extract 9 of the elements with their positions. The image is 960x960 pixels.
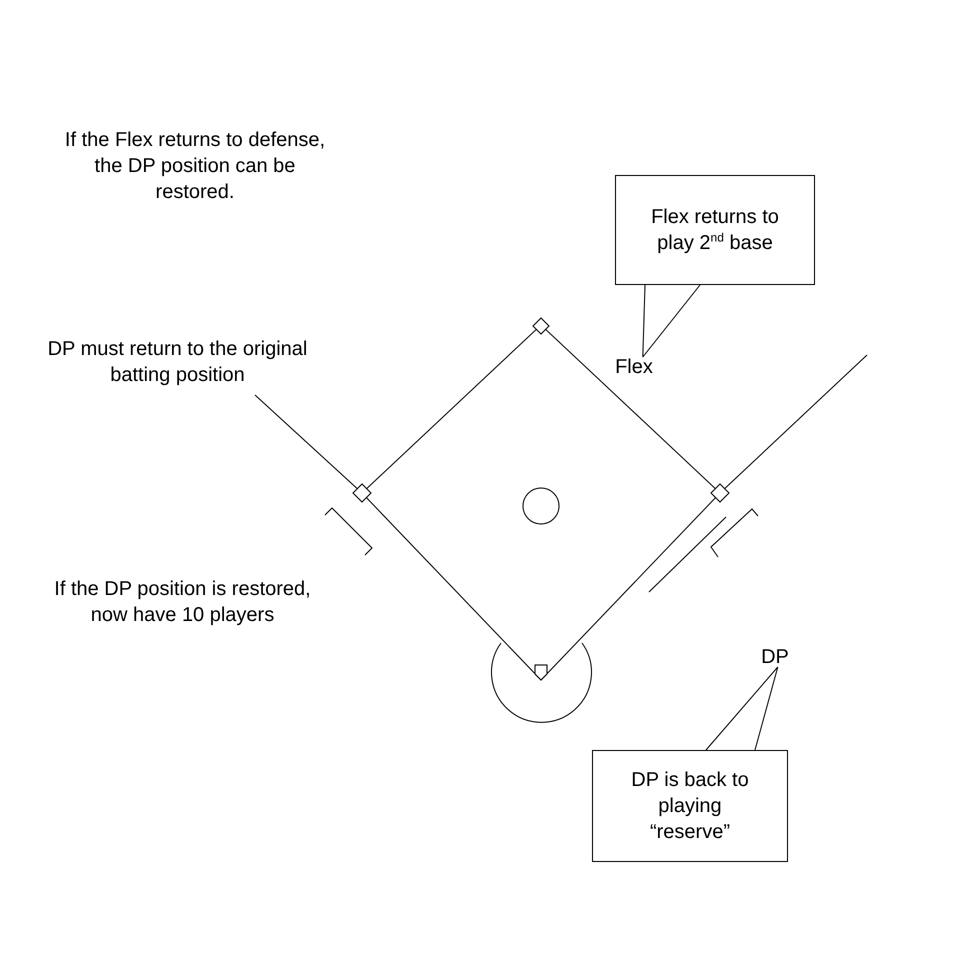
player-label: Flex	[612, 356, 656, 378]
player-label: DP	[761, 646, 789, 668]
callout-box: Flex returns to play 2$^{nd}$ base	[615, 175, 815, 285]
callout-pointer	[706, 666, 778, 750]
note-text: DP must return to the original batting position	[46, 337, 308, 388]
note-text: If the DP position is restored, now have 10 players	[53, 577, 312, 628]
callout-box: DP is back to playing “reserve”	[592, 750, 788, 862]
note-text: If the Flex returns to defense, the DP position can be restored.	[64, 128, 326, 205]
callout-pointer	[642, 284, 700, 358]
